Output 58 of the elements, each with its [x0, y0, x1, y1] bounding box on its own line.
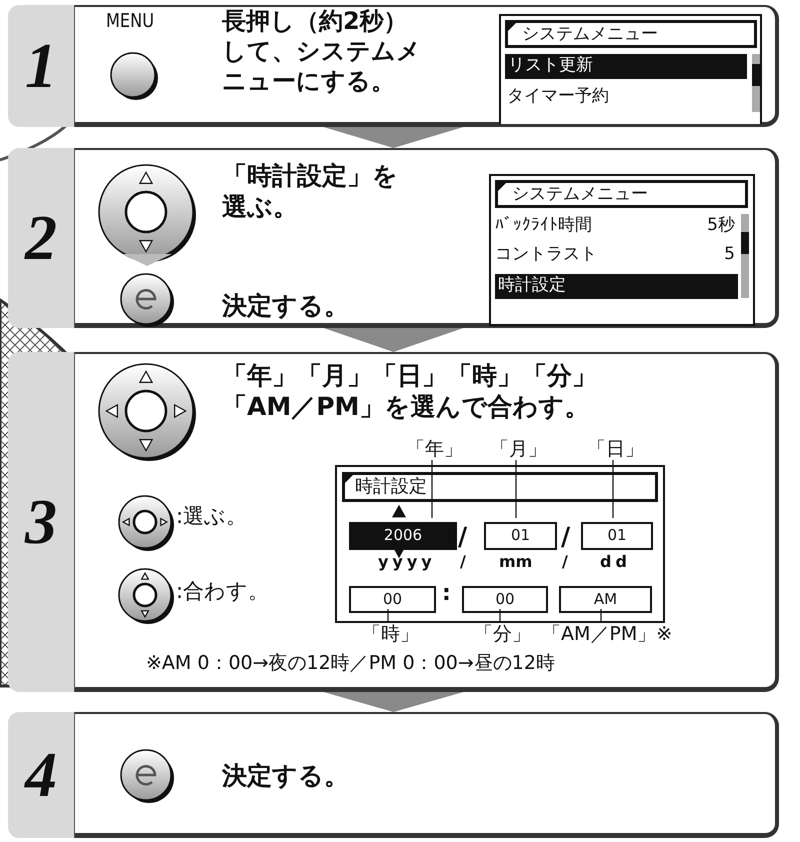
instruction-text: :合わす。	[176, 579, 270, 604]
separator-text: /	[458, 521, 468, 552]
note-text: ※AM 0：00→夜の12時／PM 0：00→昼の12時	[146, 652, 556, 675]
instruction-text: 「時計設定」を選ぶ。	[222, 160, 399, 222]
setting-value: 5	[723, 244, 735, 264]
screen-title: 時計設定	[342, 472, 658, 502]
instruction-text: :選ぶ。	[176, 504, 248, 530]
field-label: 「年」	[406, 438, 462, 462]
value-field: 01	[484, 522, 557, 550]
step-panel	[8, 5, 779, 127]
instruction-text: 「年」「月」「日」「時」「分」「AM／PM」を選んで合わす。	[222, 360, 598, 422]
format-text: mm	[499, 552, 532, 572]
step-number: 1	[8, 5, 75, 127]
setting-value: 5秒	[706, 215, 735, 236]
leader-line	[431, 460, 433, 518]
value-field: AM	[559, 586, 652, 613]
format-text: dd	[600, 552, 631, 572]
step-panel	[8, 352, 779, 692]
separator-text: /	[561, 521, 570, 552]
button-label: MENU	[106, 10, 154, 33]
menu-item: コントラスト	[495, 244, 597, 264]
leader-line	[600, 609, 602, 621]
step-panel	[8, 148, 779, 328]
field-label: 「日」	[587, 438, 643, 462]
instruction-text: 決定する。	[222, 290, 349, 322]
field-label: 「分」	[474, 623, 530, 647]
separator-text: /	[460, 552, 466, 572]
lcd-screen	[499, 14, 762, 124]
field-label: 「AM／PM」※	[542, 623, 692, 647]
step-arrow	[324, 127, 464, 148]
screen-title: システムメニュー	[495, 180, 748, 208]
highlighted-row: リスト更新	[505, 54, 747, 79]
step-arrow	[324, 328, 464, 352]
format-text: yyyy	[378, 552, 436, 572]
step-arrow	[324, 692, 464, 712]
instruction-text: 決定する。	[222, 760, 349, 792]
value-field: 00	[349, 586, 436, 613]
instruction-text: 長押し（約2秒）して、システムメニューにする。	[222, 6, 422, 96]
step-panel	[8, 712, 779, 838]
leader-line	[499, 609, 501, 621]
separator-text: :	[442, 580, 451, 608]
menu-item: タイマー予約	[507, 86, 609, 106]
leader-line	[387, 609, 389, 621]
separator-text: /	[562, 552, 568, 572]
field-label: 「時」	[362, 623, 418, 647]
step-number: 2	[8, 148, 75, 328]
highlighted-row: 時計設定	[495, 274, 738, 299]
menu-item: ﾊﾞｯｸﾗｲﾄ時間	[495, 215, 592, 236]
leader-line	[612, 460, 614, 518]
value-field: 00	[462, 586, 548, 613]
step-number: 4	[8, 712, 75, 838]
value-field: 01	[581, 522, 653, 550]
screen-title: システムメニュー	[505, 20, 757, 48]
lcd-screen	[489, 174, 755, 326]
lcd-screen	[335, 465, 665, 623]
leader-line	[515, 460, 517, 518]
step-number: 3	[8, 352, 75, 692]
field-label: 「月」	[490, 438, 546, 462]
